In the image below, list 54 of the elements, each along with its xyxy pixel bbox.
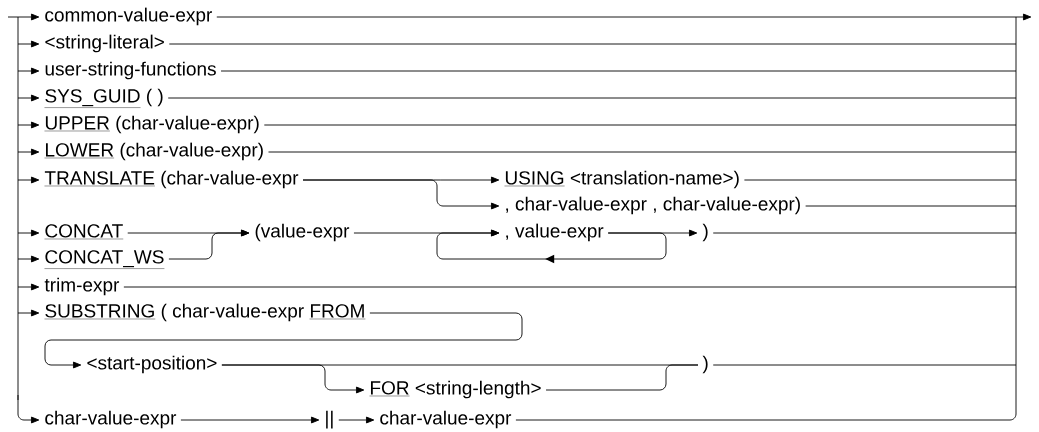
track-arrow xyxy=(17,148,40,156)
track-arrow xyxy=(17,394,40,424)
track-line xyxy=(743,179,1017,181)
syntax-term: CONCAT_WS xyxy=(44,250,165,269)
syntax-term: ) xyxy=(702,223,708,242)
track-line xyxy=(168,43,1017,45)
syntax-term: , value-expr xyxy=(506,223,604,242)
track-line xyxy=(545,364,699,391)
track-line xyxy=(805,205,1017,207)
syntax-term: FOR <string-length> xyxy=(369,380,541,399)
track-arrow xyxy=(338,416,375,424)
track-arrow xyxy=(180,416,320,424)
syntax-term: <string-literal> xyxy=(45,34,164,53)
track-line xyxy=(263,124,1017,126)
syntax-term: TRANSLATE (char-value-expr xyxy=(44,170,299,189)
track-line xyxy=(515,419,1005,421)
track-line xyxy=(712,232,1017,234)
track-arrow xyxy=(302,179,500,210)
track-arrow xyxy=(17,255,40,263)
track-line xyxy=(712,364,1017,366)
syntax-term: trim-expr xyxy=(44,277,120,296)
syntax-term: || xyxy=(326,410,333,429)
syntax-term: <start-position> xyxy=(87,355,217,374)
track-arrow xyxy=(168,229,250,260)
syntax-term: char-value-expr xyxy=(380,410,512,429)
track-arrow xyxy=(44,312,523,369)
syntax-term: ) xyxy=(702,355,708,374)
track-arrow xyxy=(17,121,40,129)
syntax-term: SYS_GUID ( ) xyxy=(44,88,163,108)
track-arrow xyxy=(17,40,40,48)
track-arrow xyxy=(221,364,365,394)
syntax-term: common-value-expr xyxy=(45,7,212,26)
track-arrow xyxy=(17,67,40,75)
syntax-term: LOWER (char-value-expr) xyxy=(44,142,263,161)
track-arrow xyxy=(216,13,1032,21)
track-arrow xyxy=(436,229,667,264)
track-arrow xyxy=(7,13,40,21)
track-arrow xyxy=(17,309,40,317)
syntax-term: UPPER (char-value-expr) xyxy=(44,115,259,134)
track-line xyxy=(123,286,1017,288)
syntax-term: user-string-functions xyxy=(45,61,216,80)
syntax-term: CONCAT xyxy=(44,224,124,240)
syntax-term: char-value-expr xyxy=(45,410,177,429)
track-line xyxy=(167,97,1017,99)
syntax-term: , char-value-expr , char-value-expr) xyxy=(506,196,800,215)
track-line xyxy=(268,151,1017,153)
syntax-term: USING <translation-name>) xyxy=(504,170,739,189)
track-arrow xyxy=(17,176,40,184)
syntax-term: (value-expr xyxy=(255,223,350,242)
track-arrow xyxy=(17,94,40,102)
track-line xyxy=(220,70,1017,72)
track-arrow xyxy=(17,283,40,291)
syntax-term: SUBSTRING ( char-value-expr FROM xyxy=(44,303,366,322)
track-arrow xyxy=(17,229,40,237)
